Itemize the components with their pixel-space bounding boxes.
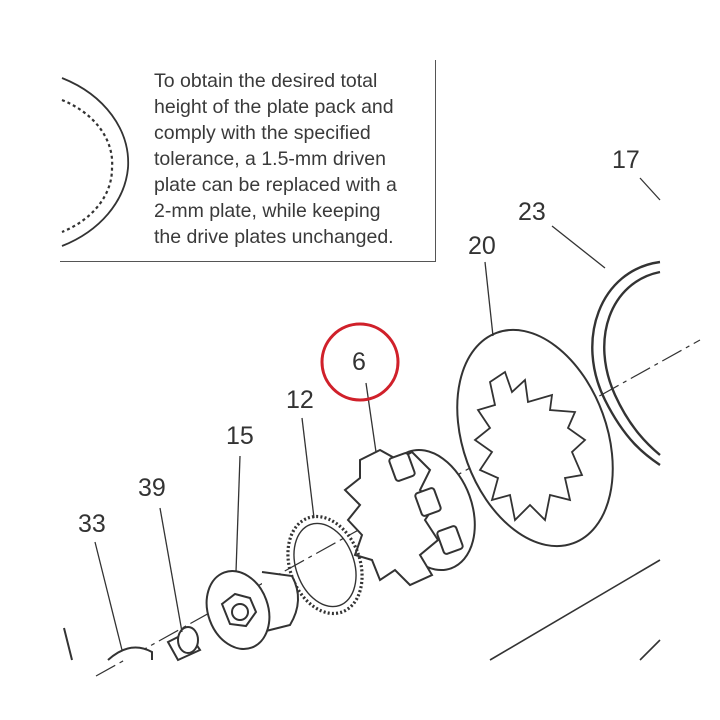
note-line: height of the plate pack and xyxy=(154,96,394,118)
part-15-flange xyxy=(205,570,299,650)
highlight-ring xyxy=(320,322,400,402)
callout-17: 17 xyxy=(612,146,640,174)
note-line: tolerance, a 1.5-mm driven xyxy=(154,148,386,170)
note-line: To obtain the desired total xyxy=(154,70,378,92)
callout-20: 20 xyxy=(468,232,496,260)
callout-33: 33 xyxy=(78,510,106,538)
leader-lines xyxy=(94,177,661,651)
note-box xyxy=(60,60,436,262)
callout-23: 23 xyxy=(518,198,546,226)
part-12-bearing-ring xyxy=(286,514,364,616)
note-line: plate can be replaced with a xyxy=(154,174,397,196)
callout-39: 39 xyxy=(138,474,166,502)
note-line: comply with the specified xyxy=(154,122,371,144)
note-line: the drive plates unchanged. xyxy=(154,226,394,248)
inset-clutch-plate-illustration xyxy=(61,77,130,247)
part-23-o-ring xyxy=(591,260,661,466)
callout-6: 6 xyxy=(352,348,366,376)
part-39-shaft xyxy=(166,626,202,662)
housing-edge-lines xyxy=(489,559,661,661)
part-6-clutch-hub xyxy=(343,448,476,587)
note-text: To obtain the desired total height of th… xyxy=(154,68,444,250)
callout-12: 12 xyxy=(286,386,314,414)
part-20-driven-plate xyxy=(456,328,614,548)
note-line: 2-mm plate, while keeping xyxy=(154,200,381,222)
part-33-collar xyxy=(63,627,153,661)
callout-15: 15 xyxy=(226,422,254,450)
